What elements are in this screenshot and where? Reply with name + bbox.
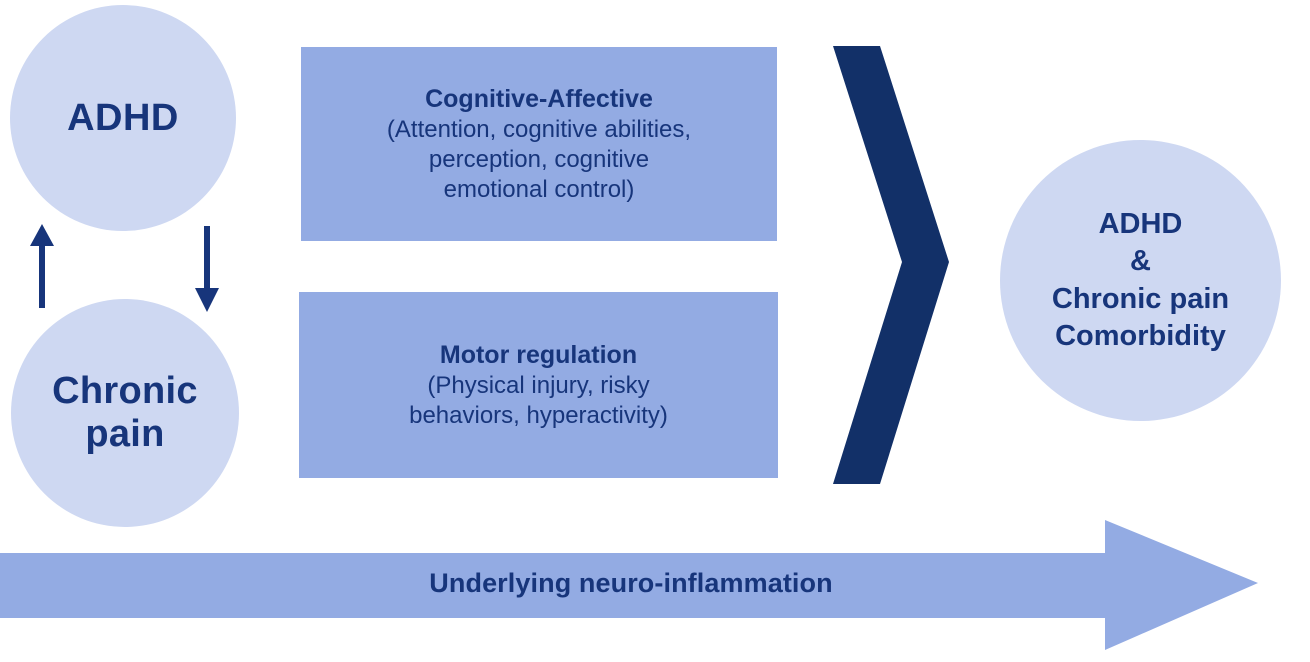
node-chronic-pain-text: Chronic pain	[11, 370, 239, 455]
node-chronic-pain: Chronic pain	[11, 299, 239, 527]
node-comorbidity-line4: Comorbidity	[1055, 319, 1226, 352]
box-cognitive-affective: Cognitive-Affective (Attention, cognitiv…	[301, 47, 777, 241]
box-motor-regulation-detail-2: behaviors, hyperactivity)	[409, 401, 668, 429]
node-comorbidity-line2: &	[1130, 245, 1151, 278]
box-cognitive-affective-detail-2: perception, cognitive	[428, 145, 650, 173]
node-chronic-pain-line1: Chronic	[52, 370, 198, 413]
chevron-right-icon	[833, 46, 949, 484]
node-comorbidity-text: ADHD & Chronic pain Comorbidity	[1052, 206, 1229, 354]
node-comorbidity-line1: ADHD	[1098, 208, 1183, 241]
box-cognitive-affective-detail-1: (Attention, cognitive abilities,	[386, 116, 692, 144]
node-adhd: ADHD	[10, 5, 236, 231]
box-motor-regulation-title: Motor regulation	[439, 340, 638, 369]
up-arrow-icon	[30, 224, 54, 308]
box-cognitive-affective-detail-3: emotional control)	[443, 175, 635, 203]
box-cognitive-affective-title: Cognitive-Affective	[425, 84, 653, 113]
box-motor-regulation-detail-1: (Physical injury, risky	[427, 372, 650, 399]
node-comorbidity: ADHD & Chronic pain Comorbidity	[1000, 140, 1281, 421]
node-chronic-pain-line2: pain	[85, 413, 165, 455]
box-motor-regulation: Motor regulation (Physical injury, risky…	[299, 292, 778, 478]
node-comorbidity-line3: Chronic pain	[1051, 282, 1230, 315]
right-arrow-icon	[0, 520, 1258, 650]
node-adhd-label: ADHD	[67, 96, 179, 139]
down-arrow-icon	[195, 226, 219, 312]
